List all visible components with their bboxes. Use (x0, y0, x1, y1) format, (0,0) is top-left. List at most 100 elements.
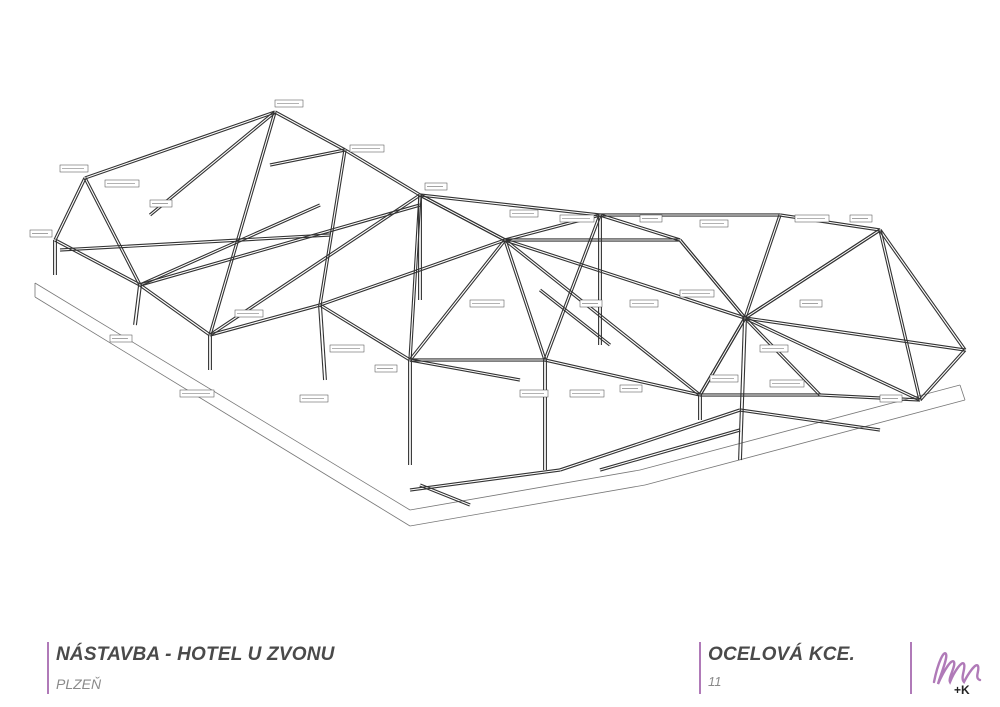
ridge-beam (275, 110, 346, 150)
purlin (139, 203, 420, 285)
ring-beam (880, 229, 967, 350)
ridge-beam (85, 112, 276, 180)
project-title: NÁSTAVBA - HOTEL U ZVONU (56, 644, 335, 665)
hip-rafter (503, 240, 545, 361)
hip-rafter (505, 238, 746, 318)
ridge-beam (274, 112, 345, 152)
eave-beam (55, 238, 141, 285)
hip-rafter (745, 316, 822, 395)
hip-rafter (419, 195, 505, 242)
base-beam (410, 470, 561, 492)
purlin (140, 205, 321, 287)
eave-beam (210, 305, 321, 337)
tie-beam (59, 233, 330, 250)
eave-beam (209, 303, 320, 335)
ring-beam (820, 393, 921, 400)
ring-beam (918, 348, 965, 400)
studio-logo: +K (932, 652, 982, 696)
footer-left-divider (47, 642, 49, 694)
base-beam (560, 410, 741, 472)
tie-beam (60, 235, 331, 252)
hip-rafter (744, 318, 965, 352)
slab-outline (34, 282, 966, 527)
hip-rafter (743, 214, 780, 318)
ring-beam (920, 350, 967, 402)
hip-rafter (744, 318, 920, 402)
rafter (85, 177, 142, 285)
rafter (83, 178, 140, 286)
slab-edge (639, 384, 961, 471)
hip-rafter (745, 215, 782, 319)
ring-beam (878, 230, 965, 351)
brace (600, 430, 741, 472)
rafter (210, 112, 277, 336)
logo-mark: +K (954, 683, 970, 696)
column (408, 194, 420, 360)
hip-rafter (698, 317, 745, 395)
steel-structure-isometric-drawing (29, 99, 967, 527)
ridge-beam (84, 110, 275, 178)
project-location: PLZEŇ (56, 676, 102, 692)
rafter (745, 230, 881, 320)
column (133, 284, 140, 325)
steel-members (53, 110, 967, 507)
purlin (270, 150, 346, 167)
purlin (140, 205, 421, 287)
rafter (680, 238, 747, 318)
ring-beam (819, 395, 920, 402)
slab-edge (644, 399, 966, 486)
rafter (53, 177, 85, 240)
footer-right-divider (910, 642, 912, 694)
drawing-title: OCELOVÁ KCE. (708, 644, 856, 665)
rafter (319, 238, 505, 305)
slab-edge (409, 484, 646, 527)
ring-beam (419, 195, 600, 217)
eave-beam (139, 285, 210, 337)
rafter (880, 229, 922, 400)
base-beam (559, 408, 740, 470)
column (738, 317, 745, 460)
column (135, 285, 142, 326)
sheet-number: 11 (708, 674, 722, 689)
rafter (320, 240, 506, 307)
hip-rafter (700, 318, 747, 396)
base-beam (420, 483, 471, 505)
eave-beam (140, 283, 211, 335)
eave-beam (409, 360, 520, 382)
ring-beam (600, 213, 681, 240)
rafter (150, 112, 277, 217)
purlin (139, 203, 320, 285)
hip-rafter (745, 316, 921, 400)
column (410, 195, 422, 361)
slab-edge (409, 469, 641, 511)
rafter (148, 110, 275, 215)
base-beam (740, 408, 881, 430)
base-beam (419, 485, 470, 507)
column (740, 318, 747, 461)
eave-beam (320, 303, 411, 360)
base-beam (409, 468, 560, 490)
column (320, 304, 327, 380)
hip-rafter (743, 318, 820, 397)
hip-rafter (420, 193, 506, 240)
rafter (545, 215, 602, 361)
hip-rafter (505, 239, 547, 360)
hip-rafter (504, 240, 745, 320)
ridge-beam (345, 148, 421, 195)
ring-beam (545, 358, 701, 395)
slab-edge (959, 384, 966, 401)
eave-beam (319, 305, 410, 362)
column (318, 305, 325, 381)
hip-rafter (410, 240, 507, 362)
ring-beam (599, 215, 680, 242)
brace (538, 290, 610, 347)
slab-edge (34, 296, 411, 527)
rafter (678, 240, 745, 320)
brace (599, 428, 740, 470)
rafter (744, 228, 880, 318)
rafter (543, 214, 600, 360)
member-tags (29, 99, 903, 403)
rafter (208, 111, 275, 335)
steel-columns (53, 195, 747, 470)
ring-beam (420, 193, 601, 215)
